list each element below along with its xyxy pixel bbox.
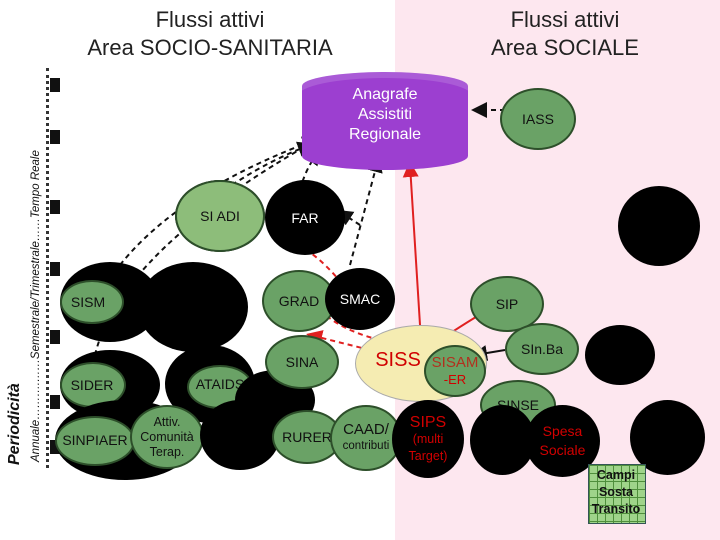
- node-rurer: RURER: [272, 410, 342, 464]
- anagrafe-label: Anagrafe Assistiti Regionale: [348, 86, 422, 143]
- node-sider: SIDER: [60, 350, 160, 420]
- timeline-tick: [50, 200, 60, 214]
- node-siss-label: SISS: [375, 349, 421, 371]
- node-far: FAR: [265, 180, 345, 255]
- node-spesa-sociale: Spesa Sociale: [525, 405, 600, 477]
- node-smac: SMAC: [325, 268, 395, 330]
- header-left-line2: Area SOCIO-SANITARIA: [87, 35, 333, 60]
- node-sips: SIPS (multi Target): [392, 400, 464, 478]
- node-black-sism-right: [138, 262, 248, 352]
- timeline-axis: [46, 68, 57, 468]
- timeline-tick: [50, 440, 60, 454]
- campi-sosta-label: Campi Sosta Transito: [591, 468, 641, 516]
- node-sisam-er: SISAM -ER: [424, 345, 486, 397]
- node-si-adi-ring: SI ADI: [175, 180, 265, 252]
- header-sociale: Flussi attivi Area SOCIALE: [420, 6, 710, 62]
- timeline-tick: [50, 78, 60, 92]
- node-black-sips-right: [470, 405, 535, 475]
- anagrafe-assistiti-database: [302, 72, 468, 170]
- node-si-adi-label: SI ADI: [200, 208, 240, 224]
- header-socio-sanitaria: Flussi attivi Area SOCIO-SANITARIA: [40, 6, 380, 62]
- node-caad: CAAD/ contributi: [330, 405, 402, 471]
- node-black-bottom: [200, 400, 280, 470]
- arrow-siss-grad-red: [317, 307, 381, 341]
- timeline-tick: [50, 130, 60, 144]
- header-right-line1: Flussi attivi: [510, 7, 620, 32]
- node-iass: IASS: [500, 88, 576, 150]
- node-sip: SIP: [470, 276, 544, 332]
- timeline-tick: [50, 395, 60, 409]
- arrow-smac-anagrafe: [349, 156, 383, 266]
- node-black-right: [618, 186, 700, 266]
- arrow-siss-anagrafe-red: [402, 161, 421, 326]
- arrow-siadi-anagrafe: [231, 141, 314, 186]
- node-campi-sosta: [588, 464, 646, 524]
- node-attiv-comunita: Attiv. Comunità Terap.: [130, 405, 204, 469]
- timeline-tick: [50, 330, 60, 344]
- timeline-tick: [50, 262, 60, 276]
- arrow-sism-anagrafe: [119, 136, 319, 266]
- header-left-line1: Flussi attivi: [155, 7, 265, 32]
- node-black-sinba-right: [585, 325, 655, 385]
- header-right-line2: Area SOCIALE: [491, 35, 639, 60]
- node-sina: SINA: [265, 335, 339, 389]
- node-sinba: SIn.Ba: [505, 323, 579, 375]
- node-black-far-right: [630, 400, 705, 475]
